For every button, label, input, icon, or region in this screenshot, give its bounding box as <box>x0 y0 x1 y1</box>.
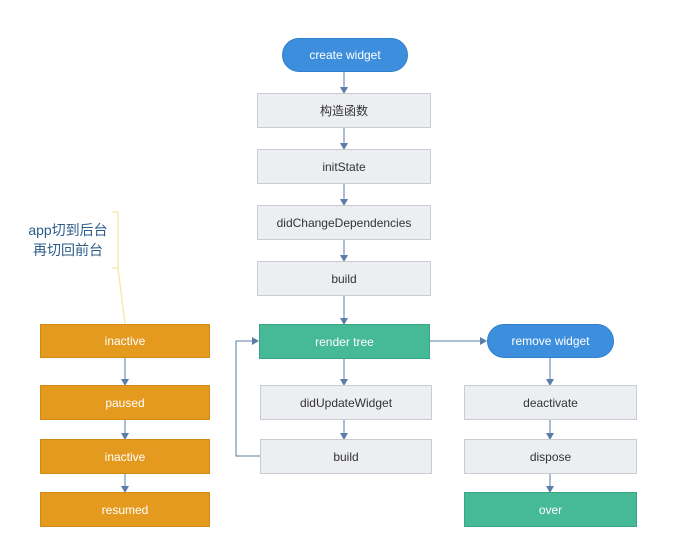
node-constructor: 构造函数 <box>257 93 431 128</box>
node-resumed: resumed <box>40 492 210 527</box>
node-over: over <box>464 492 637 527</box>
node-paused: paused <box>40 385 210 420</box>
node-did-update-widget: didUpdateWidget <box>260 385 432 420</box>
node-remove-widget: remove widget <box>487 324 614 358</box>
node-did-change-dependencies: didChangeDependencies <box>257 205 431 240</box>
node-inactive-2: inactive <box>40 439 210 474</box>
note-leader <box>117 267 126 325</box>
node-deactivate: deactivate <box>464 385 637 420</box>
node-create-widget: create widget <box>282 38 408 72</box>
node-dispose: dispose <box>464 439 637 474</box>
node-render-tree: render tree <box>259 324 430 359</box>
node-build-bottom: build <box>260 439 432 474</box>
note-line-1: app切到后台 <box>28 222 108 238</box>
arrow-build-loop-to-rendertree <box>235 337 260 457</box>
note-line-2: 再切回前台 <box>33 242 103 258</box>
node-init-state: initState <box>257 149 431 184</box>
lifecycle-note: app切到后台 再切回前台 <box>18 220 118 260</box>
node-inactive-1: inactive <box>40 324 210 358</box>
node-build-top: build <box>257 261 431 296</box>
